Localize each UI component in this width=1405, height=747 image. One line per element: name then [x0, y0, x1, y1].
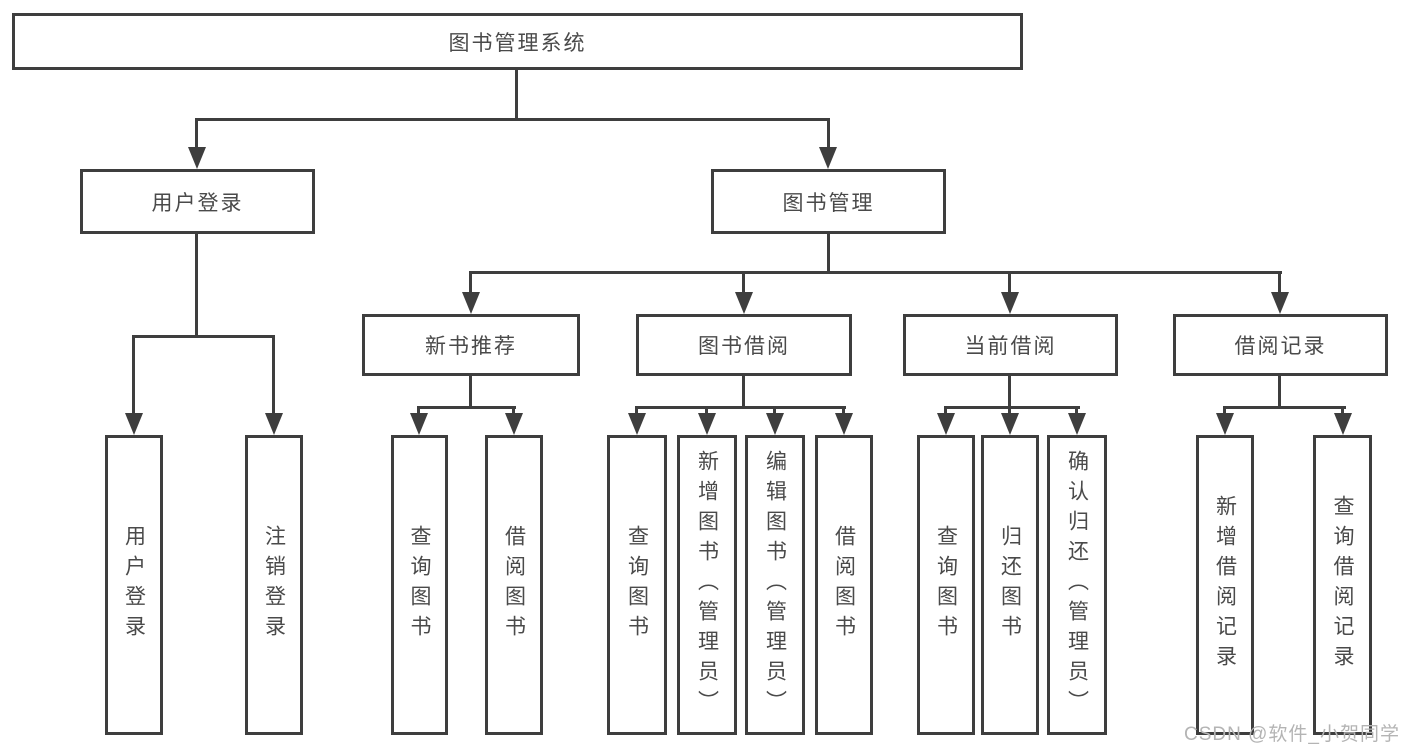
- arrowhead-down-icon: [1334, 413, 1352, 435]
- arrowhead-down-icon: [1216, 413, 1234, 435]
- arrowhead-down-icon: [1068, 413, 1086, 435]
- connector-drop: [705, 406, 708, 417]
- connector-drop: [1075, 406, 1078, 417]
- connector-current-stem: [1008, 376, 1011, 408]
- leaf-query-books-borrowing: 查询图书: [607, 435, 667, 735]
- connector-drop: [827, 118, 830, 151]
- arrowhead-down-icon: [1271, 292, 1289, 314]
- node-new-book-recommend: 新书推荐: [362, 314, 580, 376]
- connector-drop: [635, 406, 638, 417]
- connector-recommend-stem: [469, 376, 472, 408]
- leaf-logout: 注销登录: [245, 435, 303, 735]
- connector-records-stem: [1278, 376, 1281, 408]
- leaf-return-books: 归还图书: [981, 435, 1039, 735]
- arrowhead-down-icon: [937, 413, 955, 435]
- arrowhead-down-icon: [1001, 292, 1019, 314]
- arrowhead-down-icon: [735, 292, 753, 314]
- connector-root-stem: [515, 69, 518, 121]
- arrowhead-down-icon: [766, 413, 784, 435]
- connector-drop: [512, 406, 515, 417]
- arrowhead-down-icon: [505, 413, 523, 435]
- connector-drop: [417, 406, 420, 417]
- leaf-borrow-books-borrowing: 借阅图书: [815, 435, 873, 735]
- leaf-borrow-books-recommend: 借阅图书: [485, 435, 543, 735]
- leaf-add-books-admin: 新增图书（管理员）: [677, 435, 737, 735]
- connector-borrowing-stem: [742, 376, 745, 408]
- leaf-add-borrow-record: 新增借阅记录: [1196, 435, 1254, 735]
- leaf-edit-books-admin: 编辑图书（管理员）: [745, 435, 805, 735]
- node-current-borrowing: 当前借阅: [903, 314, 1118, 376]
- arrowhead-down-icon: [188, 147, 206, 169]
- connector-bookmgmt-rail: [469, 271, 1282, 274]
- connector-drop: [944, 406, 947, 417]
- connector-current-rail: [944, 406, 1080, 409]
- connector-userlogin-stem: [195, 234, 198, 337]
- arrowhead-down-icon: [698, 413, 716, 435]
- connector-userlogin-rail: [132, 335, 275, 338]
- leaf-query-books-recommend: 查询图书: [391, 435, 448, 735]
- arrowhead-down-icon: [410, 413, 428, 435]
- connector-drop: [842, 406, 845, 417]
- node-book-borrowing: 图书借阅: [636, 314, 852, 376]
- connector-bookmgmt-stem: [827, 233, 830, 273]
- leaf-query-books-current: 查询图书: [917, 435, 975, 735]
- connector-drop: [773, 406, 776, 417]
- arrowhead-down-icon: [819, 147, 837, 169]
- arrowhead-down-icon: [1001, 413, 1019, 435]
- connector-drop: [195, 118, 198, 151]
- connector-drop: [1223, 406, 1226, 417]
- connector-drop: [1008, 271, 1011, 295]
- connector-drop: [1341, 406, 1344, 417]
- connector-borrowing-rail: [635, 406, 846, 409]
- connector-drop: [1008, 406, 1011, 417]
- arrowhead-down-icon: [835, 413, 853, 435]
- node-user-login: 用户登录: [80, 169, 315, 234]
- connector-recommend-rail: [417, 406, 516, 409]
- node-borrowing-records: 借阅记录: [1173, 314, 1388, 376]
- connector-root-rail: [195, 118, 830, 121]
- connector-drop: [469, 271, 472, 295]
- arrowhead-down-icon: [125, 413, 143, 435]
- connector-drop: [132, 335, 135, 417]
- leaf-confirm-return-admin: 确认归还（管理员）: [1047, 435, 1107, 735]
- arrowhead-down-icon: [265, 413, 283, 435]
- arrowhead-down-icon: [462, 292, 480, 314]
- node-book-management: 图书管理: [711, 169, 946, 234]
- connector-drop: [1278, 271, 1281, 295]
- arrowhead-down-icon: [628, 413, 646, 435]
- csdn-watermark: CSDN @软件_小贺同学: [1184, 724, 1400, 745]
- connector-records-rail: [1223, 406, 1346, 409]
- node-root: 图书管理系统: [12, 13, 1023, 70]
- leaf-user-login: 用户登录: [105, 435, 163, 735]
- connector-drop: [272, 335, 275, 417]
- leaf-query-borrow-record: 查询借阅记录: [1313, 435, 1372, 735]
- connector-drop: [742, 271, 745, 295]
